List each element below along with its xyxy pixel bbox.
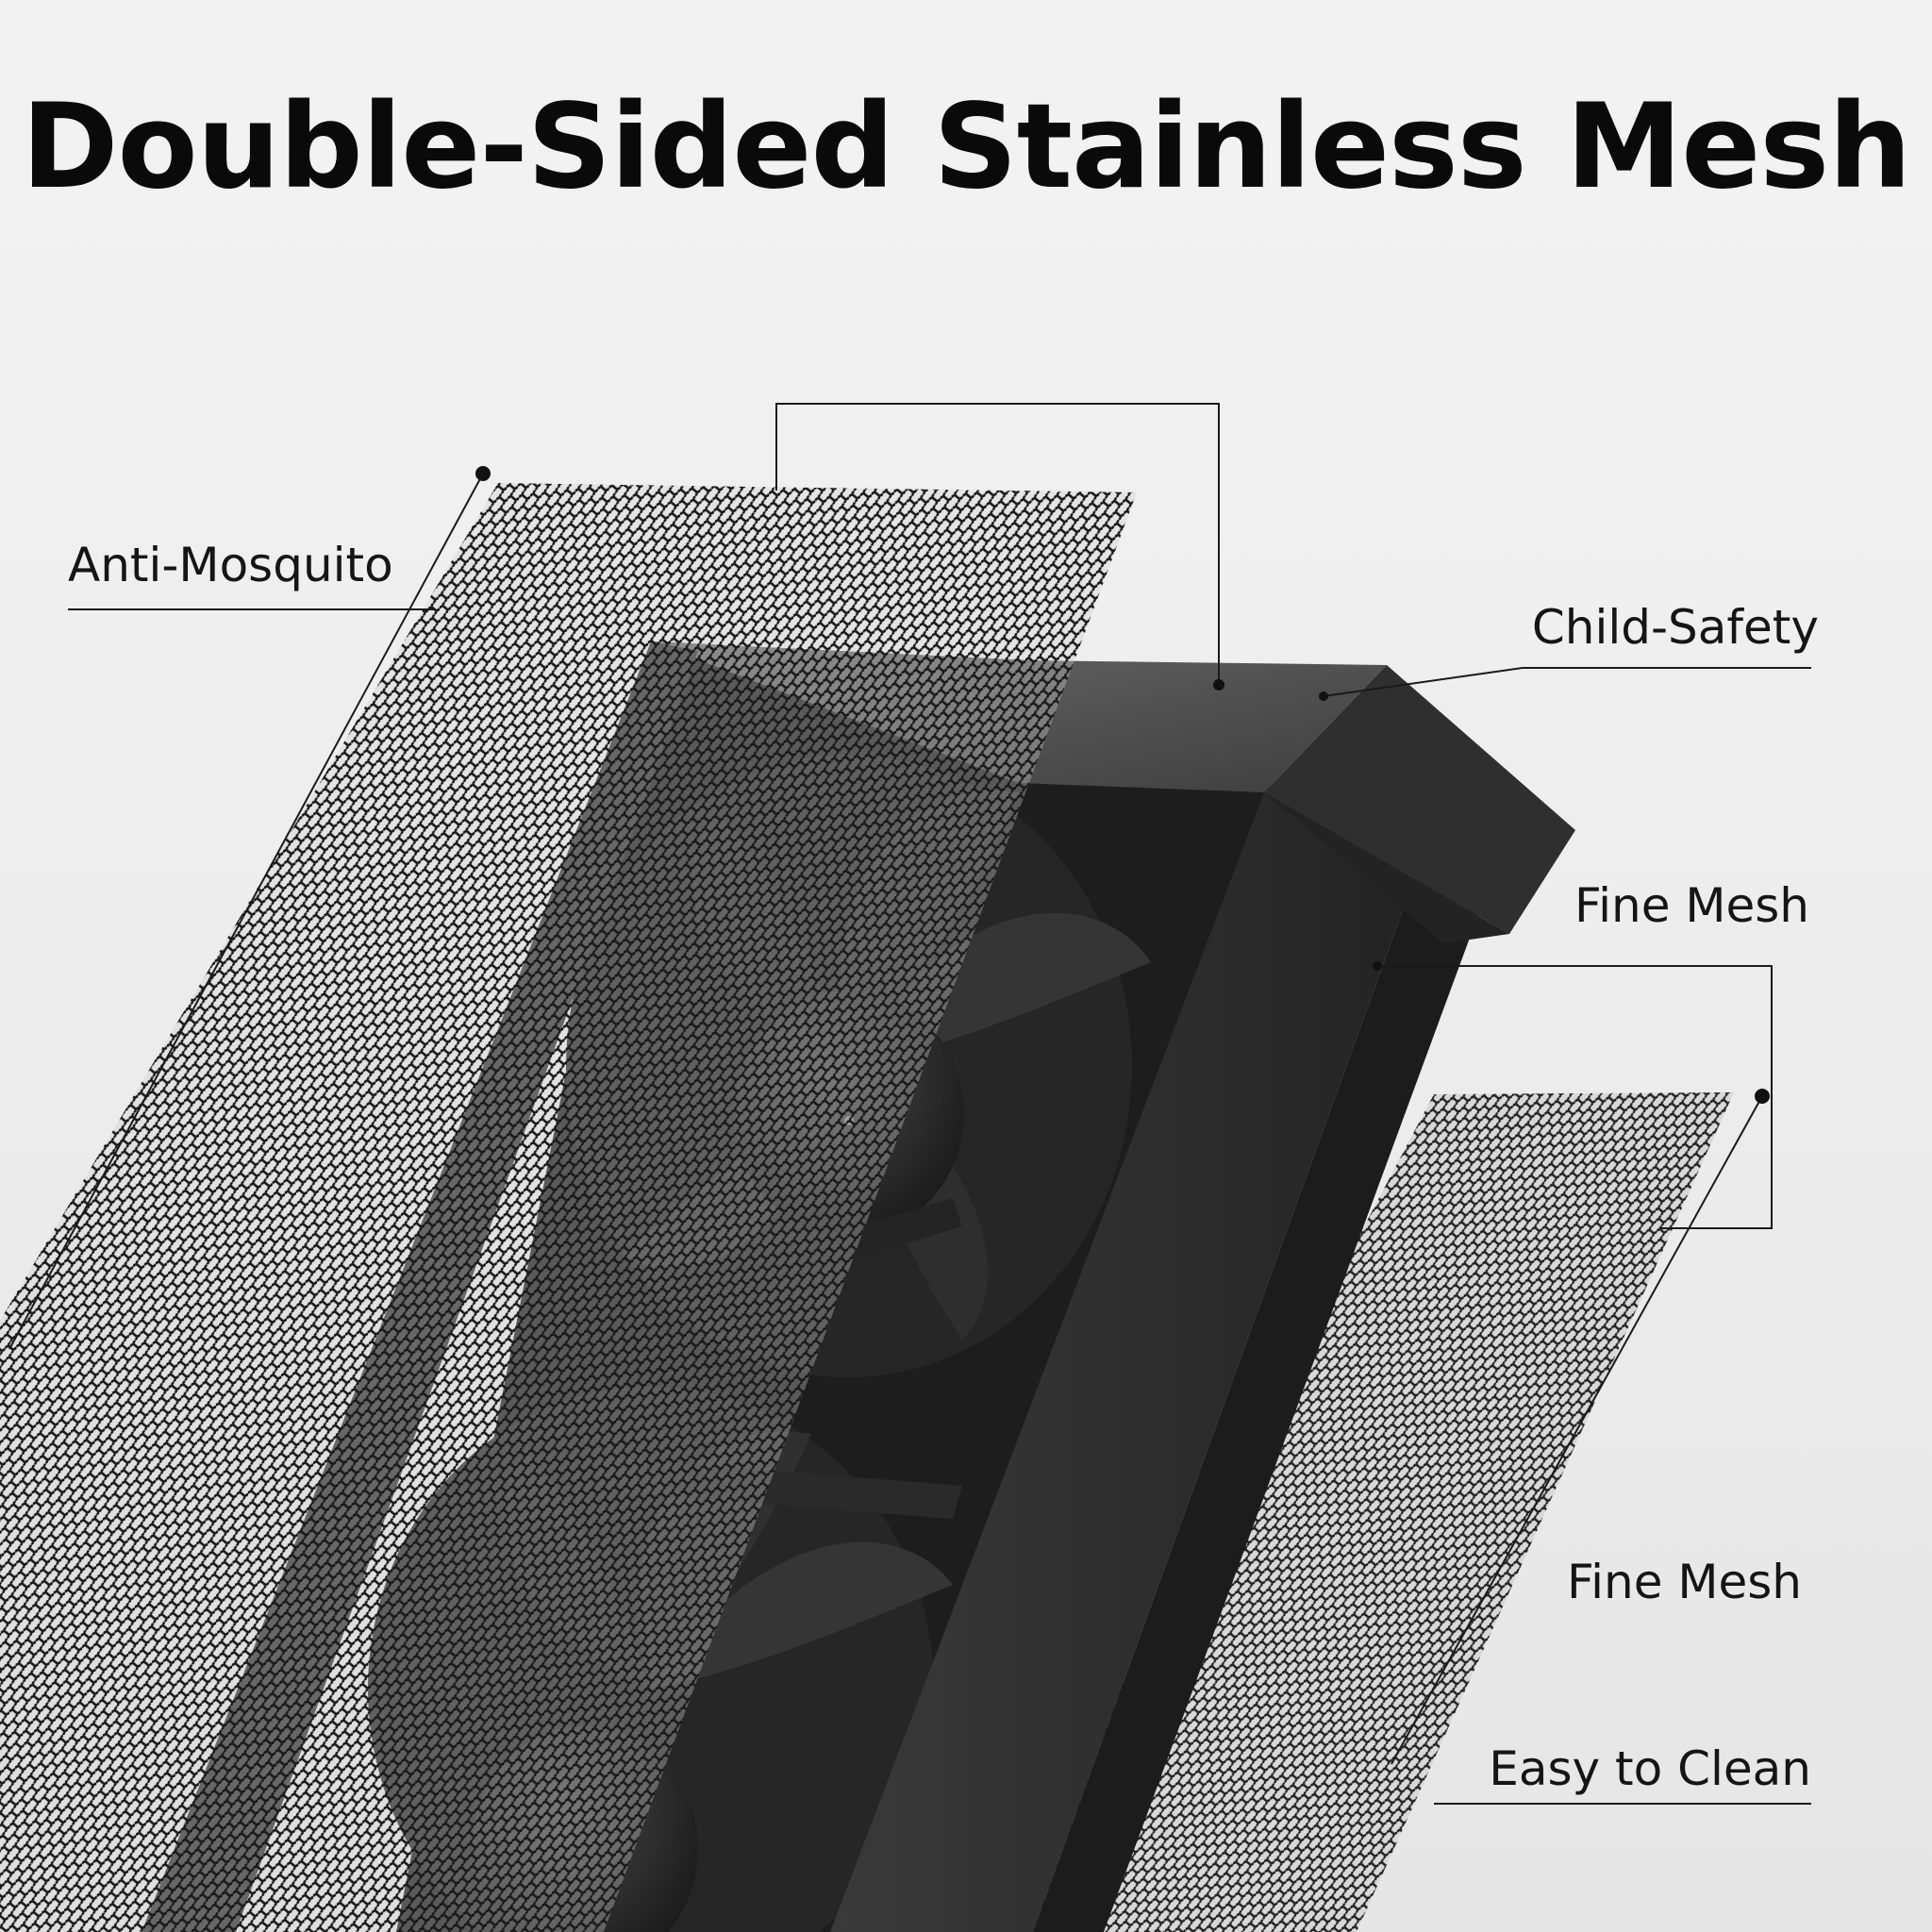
callout-fine-mesh-bottom: Fine Mesh [1567, 1555, 1802, 1609]
callout-child-safety: Child-Safety [1531, 600, 1819, 655]
callout-lines [8, 403, 1811, 1805]
page-title: Double-Sided Stainless Mesh [21, 79, 1912, 215]
callout-easy-to-clean: Easy to Clean [1489, 1741, 1811, 1796]
callout-fine-mesh-top: Fine Mesh [1574, 878, 1809, 933]
front-mesh-panel [0, 483, 1137, 1932]
callout-anti-mosquito: Anti-Mosquito [68, 538, 393, 592]
callout-dots [475, 466, 1770, 1104]
